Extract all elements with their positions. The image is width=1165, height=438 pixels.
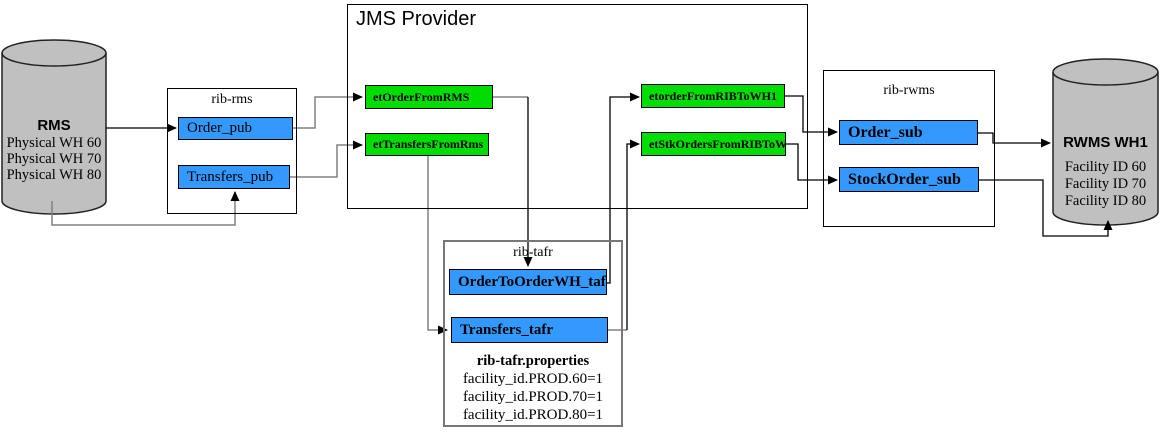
order-pub-node: Order_pub [178, 117, 293, 140]
rib-tafr-property-line: facility_id.PROD.60=1 [462, 371, 604, 387]
topic-ettransfersfromrms: etTransfersFromRms [365, 133, 489, 156]
topic-etorderfromrms: etOrderFromRMS [365, 85, 493, 109]
rms-line: Physical WH 60 [6, 135, 102, 151]
rms-cylinder-text: RMS Physical WH 60 Physical WH 70 Physic… [2, 116, 106, 183]
rwms-line: Facility ID 70 [1064, 176, 1147, 192]
rwms-title: RWMS WH1 [1063, 134, 1148, 151]
topic-etorderfromribtowh1: etorderFromRIBToWH1 [641, 84, 785, 108]
rib-tafr-title: rib-tafr [513, 245, 553, 260]
transfers-tafr-node: Transfers_tafr [451, 317, 608, 343]
rms-line: Physical WH 80 [6, 167, 102, 183]
rwms-line: Facility ID 80 [1064, 193, 1147, 209]
rib-rms-box: rib-rms [167, 88, 297, 214]
transfers-pub-node: Transfers_pub [178, 165, 290, 189]
rwms-cylinder-text: RWMS WH1 Facility ID 60 Facility ID 70 F… [1053, 133, 1158, 210]
rms-line: Physical WH 70 [6, 151, 102, 167]
stockorder-sub-node: StockOrder_sub [839, 167, 979, 192]
rib-rwms-box: rib-rwms [823, 70, 995, 227]
rwms-line: Facility ID 60 [1064, 159, 1147, 175]
rms-cylinder-rim [1, 52, 107, 67]
topic-etstkordersfromribtowh1: etStkOrdersFromRIBToWH1 [641, 132, 786, 156]
rib-tafr-properties: rib-tafr.properties facility_id.PROD.60=… [443, 352, 623, 424]
rib-tafr-box: rib-tafr [443, 240, 623, 427]
order-sub-node: Order_sub [839, 120, 978, 145]
rib-tafr-property-line: facility_id.PROD.70=1 [462, 389, 604, 405]
rms-title: RMS [37, 117, 71, 134]
rib-rms-title: rib-rms [211, 92, 253, 107]
rib-tafr-property-line: facility_id.PROD.80=1 [462, 407, 604, 423]
jms-provider-box [347, 4, 808, 209]
rwms-cylinder-rim [1052, 71, 1159, 86]
ordertoorderwh-tafr-node: OrderToOrderWH_tafr [449, 269, 607, 295]
rib-rwms-title: rib-rwms [883, 83, 935, 98]
jms-provider-title: JMS Provider [356, 8, 477, 30]
rib-tafr-properties-title: rib-tafr.properties [476, 353, 590, 369]
